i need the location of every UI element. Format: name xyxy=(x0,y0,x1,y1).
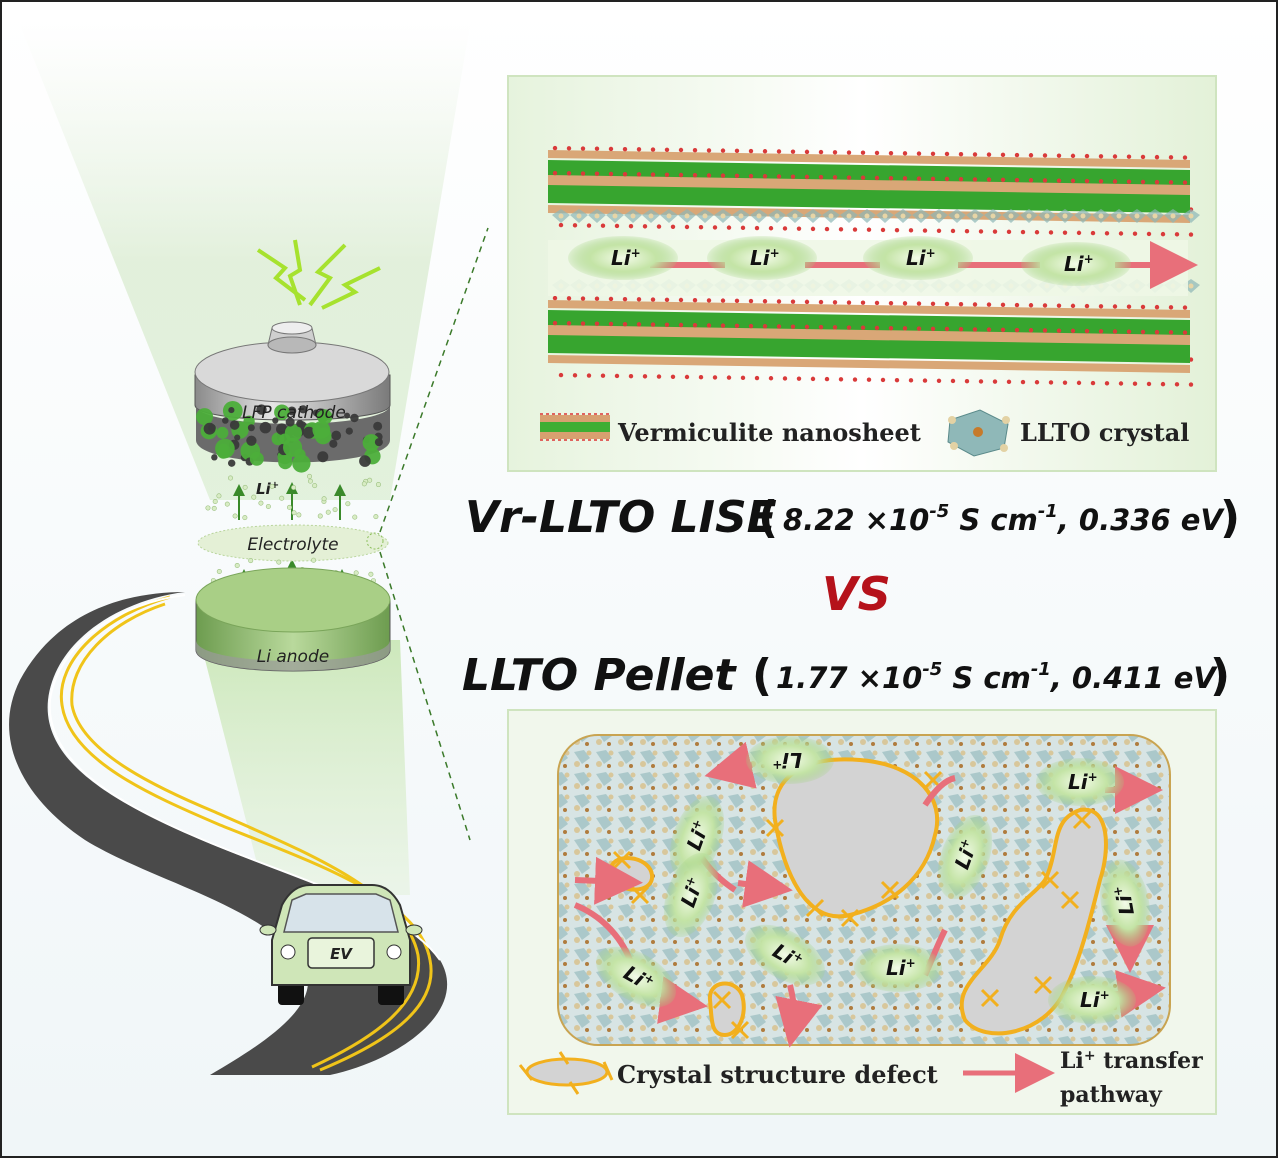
svg-text:Li+: Li+ xyxy=(750,246,780,270)
li-ion-bottom-1: Li+ xyxy=(746,736,834,784)
li-ion-bottom-2: Li+ xyxy=(1036,758,1124,806)
electrolyte-label: Electrolyte xyxy=(247,535,338,555)
legend-crystal-swatch xyxy=(947,409,1010,457)
sample-b-paren-close: ) xyxy=(1210,650,1230,701)
li-ion-top-4: Li+ xyxy=(1021,242,1131,286)
legend-pathway-label-line1: Li+ transfer xyxy=(1060,1048,1203,1074)
legend-nanosheet-label: Vermiculite nanosheet xyxy=(617,418,921,447)
li-ion-top-3: Li+ xyxy=(863,236,973,280)
li-ion-bottom-10: Li+ xyxy=(1048,976,1136,1024)
battery-ion-label: Li+ xyxy=(256,480,279,498)
sample-b-metrics: 1.77 ×10-5 S cm-1, 0.411 eV xyxy=(776,659,1218,695)
li-anode xyxy=(195,567,391,672)
li-ion-bottom-4: Li+ xyxy=(663,852,719,938)
anode-label: Li anode xyxy=(257,647,329,667)
svg-text:Li+: Li+ xyxy=(1110,884,1139,917)
li-ion-bottom-5: Li+ xyxy=(937,814,993,900)
layered-structure-panel: Li+ Li+ Li+ Li+ Vermiculite nanosheet LLTO … xyxy=(507,75,1217,472)
li-ion-bottom-9: Li+ xyxy=(854,944,942,992)
sample-a-paren-close: ) xyxy=(1220,492,1240,543)
li-ion-top-1: Li+ xyxy=(568,236,678,280)
ev-label: EV xyxy=(330,945,353,963)
li-ion-top-2: Li+ xyxy=(707,236,817,280)
svg-text:Li+: Li+ xyxy=(1080,988,1110,1012)
legend-defect-label: Crystal structure defect xyxy=(617,1060,938,1089)
svg-text:Li+: Li+ xyxy=(906,246,936,270)
ev-car: EV xyxy=(259,884,423,1005)
vs-label: VS xyxy=(822,567,891,621)
svg-text:Li+: Li+ xyxy=(1064,252,1094,276)
sample-b-paren-open: ( xyxy=(752,650,772,701)
connector-upper xyxy=(379,227,489,533)
sample-a-metrics: 8.22 ×10-5 S cm-1, 0.336 eV xyxy=(783,501,1225,537)
magnify-marker xyxy=(366,532,384,550)
pellet-structure-panel: Li+Li+Li+Li+Li+Li+Li+Li+Li+Li+ Crystal s… xyxy=(507,709,1217,1115)
li-ion-bottom-7: Li+ xyxy=(596,946,676,1008)
legend-defect-swatch xyxy=(518,1051,614,1095)
light-beam-lower xyxy=(200,640,410,895)
sample-a-name: Vr-LLTO LISE xyxy=(465,492,777,543)
spark-icon xyxy=(256,239,381,310)
sample-a-paren-open: ( xyxy=(758,492,778,543)
electrolyte-layer xyxy=(197,524,389,562)
legend-pathway-label-line2: pathway xyxy=(1060,1082,1163,1108)
svg-text:Li+: Li+ xyxy=(611,246,641,270)
cathode-cap xyxy=(194,321,391,421)
svg-text:Li+: Li+ xyxy=(772,748,802,772)
li-ion-bottom-8: Li+ xyxy=(745,924,825,986)
cathode-label: LFP cathode xyxy=(242,403,346,423)
svg-text:Li+: Li+ xyxy=(886,956,916,980)
sample-b-name: LLTO Pellet xyxy=(462,650,737,701)
li-ion-bottom-6: Li+ xyxy=(1100,859,1150,947)
legend-nanosheet-swatch xyxy=(540,413,610,441)
legend-crystal-label: LLTO crystal xyxy=(1020,418,1189,447)
svg-text:Li+: Li+ xyxy=(1068,770,1098,794)
cathode-particles xyxy=(196,400,390,473)
